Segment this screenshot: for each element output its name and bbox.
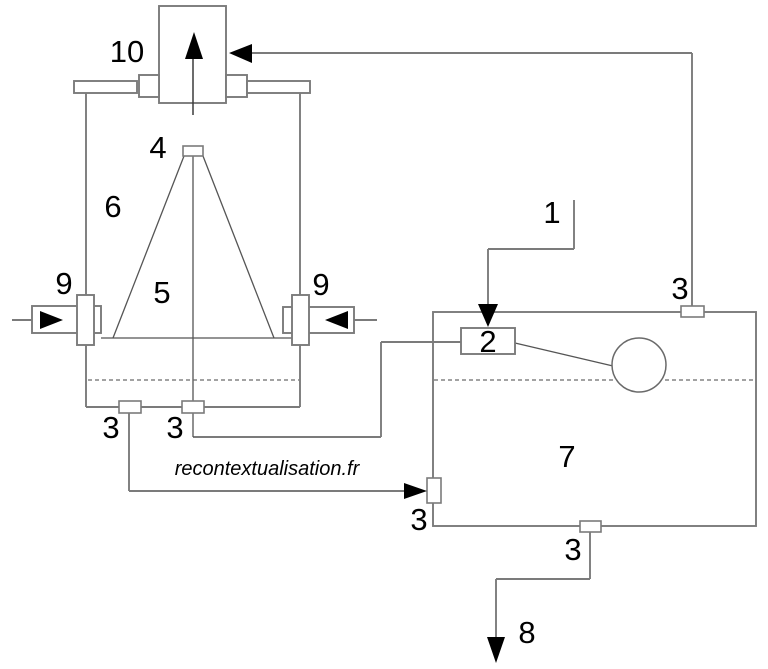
- pump-circle: [611, 337, 667, 393]
- label-2: 2: [479, 324, 496, 359]
- left-injector-flange: [76, 294, 95, 346]
- flange-block-right: [225, 74, 248, 98]
- up-arrow-icon: [185, 32, 203, 59]
- label-5: 5: [153, 275, 170, 310]
- flange-bar-right: [246, 80, 311, 94]
- cone-right-edge: [202, 155, 275, 339]
- vessel-valve-left: [118, 400, 142, 414]
- tank-outlet-valve: [579, 520, 602, 533]
- cone-left-edge: [112, 155, 185, 339]
- feed-arrow-icon: [478, 304, 498, 327]
- tank-top-valve: [680, 305, 705, 318]
- flange-bar-left: [73, 80, 138, 94]
- label-4: 4: [149, 130, 166, 165]
- label-1: 1: [543, 195, 560, 230]
- label-3-vessel-center: 3: [166, 410, 183, 445]
- outlet-arrow-icon: [487, 637, 505, 663]
- watermark-text: recontextualisation.fr: [175, 458, 361, 480]
- label-3-vessel-left: 3: [102, 410, 119, 445]
- label-7: 7: [558, 439, 575, 474]
- label-3-tank-inlet: 3: [410, 502, 427, 537]
- vessel-valve-center: [181, 400, 205, 414]
- label-3-tank-top: 3: [671, 271, 688, 306]
- feeder-2-box: [460, 327, 516, 355]
- right-injector-arrow-icon: [325, 311, 348, 329]
- tank-inlet-valve: [426, 477, 442, 504]
- left-injector-arrow-icon: [40, 311, 63, 329]
- label-9-right: 9: [312, 267, 329, 302]
- cone-apex-fitting: [182, 145, 204, 157]
- label-10: 10: [110, 34, 144, 69]
- flange-block-left: [138, 74, 160, 98]
- label-9-left: 9: [55, 266, 72, 301]
- label-6: 6: [104, 189, 121, 224]
- return-arrow-icon: [229, 44, 252, 63]
- label-3-tank-outlet: 3: [564, 532, 581, 567]
- tank-inlet-arrow-icon: [404, 483, 427, 499]
- stirrer-link-line: [514, 342, 614, 367]
- label-8: 8: [518, 615, 535, 650]
- right-injector-flange: [291, 294, 310, 346]
